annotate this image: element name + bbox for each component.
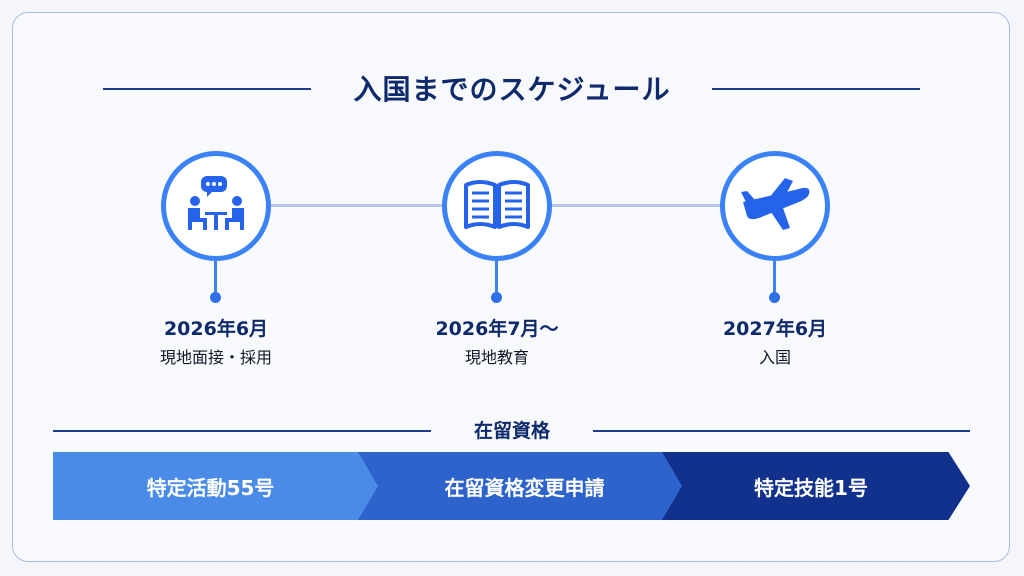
step-dot — [769, 292, 780, 303]
title-divider-right — [712, 88, 920, 90]
status-arrow-2: 在留資格変更申請 — [358, 452, 691, 520]
timeline-line — [270, 204, 444, 207]
step-connector — [495, 261, 498, 297]
status-arrow-3: 特定技能1号 — [662, 452, 970, 520]
step-label-3: 入国 — [758, 348, 791, 367]
step-label-1: 現地面接・採用 — [159, 348, 272, 367]
step-date-3: 2027年6月 — [722, 318, 828, 340]
section-divider-right — [593, 430, 970, 432]
step-dot — [210, 292, 221, 303]
title-divider-left — [103, 88, 311, 90]
section-title: 在留資格 — [473, 420, 550, 442]
step-connector — [214, 261, 217, 297]
timeline-line — [550, 204, 722, 207]
step-circle-interview — [161, 151, 271, 261]
step-label-2: 現地教育 — [464, 348, 529, 367]
airplane-icon — [739, 176, 811, 236]
meeting-icon — [183, 174, 249, 238]
step-date-2: 2026年7月～ — [435, 318, 559, 340]
step-dot — [491, 292, 502, 303]
step-circle-entry — [720, 151, 830, 261]
step-date-1: 2026年6月 — [163, 318, 269, 340]
step-circle-education — [442, 151, 552, 261]
page-title: 入国までのスケジュール — [353, 73, 671, 106]
book-icon — [462, 177, 532, 235]
step-connector — [773, 261, 776, 297]
section-divider-left — [53, 430, 431, 432]
status-arrow-1: 特定活動55号 — [53, 452, 386, 520]
